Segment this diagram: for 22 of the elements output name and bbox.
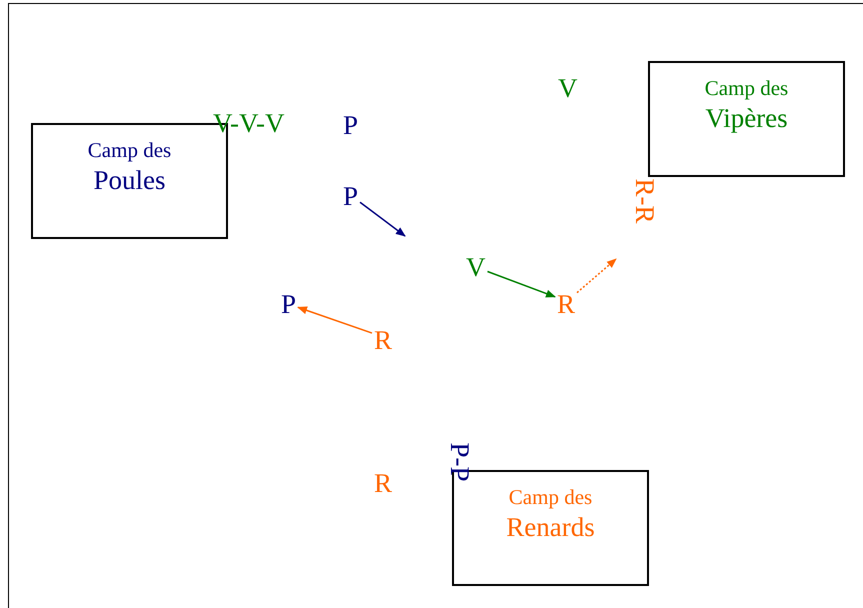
camp-name: Vipères <box>705 102 788 135</box>
arrow <box>297 306 372 334</box>
arrow <box>360 202 406 237</box>
team-marker: V <box>558 73 578 103</box>
team-letter: V <box>466 252 486 279</box>
team-letter: P <box>343 181 358 208</box>
team-marker: R <box>374 468 392 498</box>
team-marker: P <box>343 110 358 140</box>
team-letter: P <box>281 289 296 316</box>
team-marker: V-V-V <box>213 108 285 138</box>
camp-name: Poules <box>93 164 166 197</box>
team-letter: R <box>374 325 392 352</box>
arrow <box>487 270 556 298</box>
camp-heading: Camp des <box>704 75 788 101</box>
camp-name: Renards <box>506 511 595 544</box>
team-letter: R <box>557 289 576 316</box>
camp-box <box>648 61 845 177</box>
team-marker: R-R <box>630 178 660 224</box>
camp-heading: Camp des <box>508 484 592 510</box>
arrow <box>576 258 617 294</box>
camp-heading: Camp des <box>88 137 172 163</box>
team-marker: P-P <box>445 442 475 482</box>
